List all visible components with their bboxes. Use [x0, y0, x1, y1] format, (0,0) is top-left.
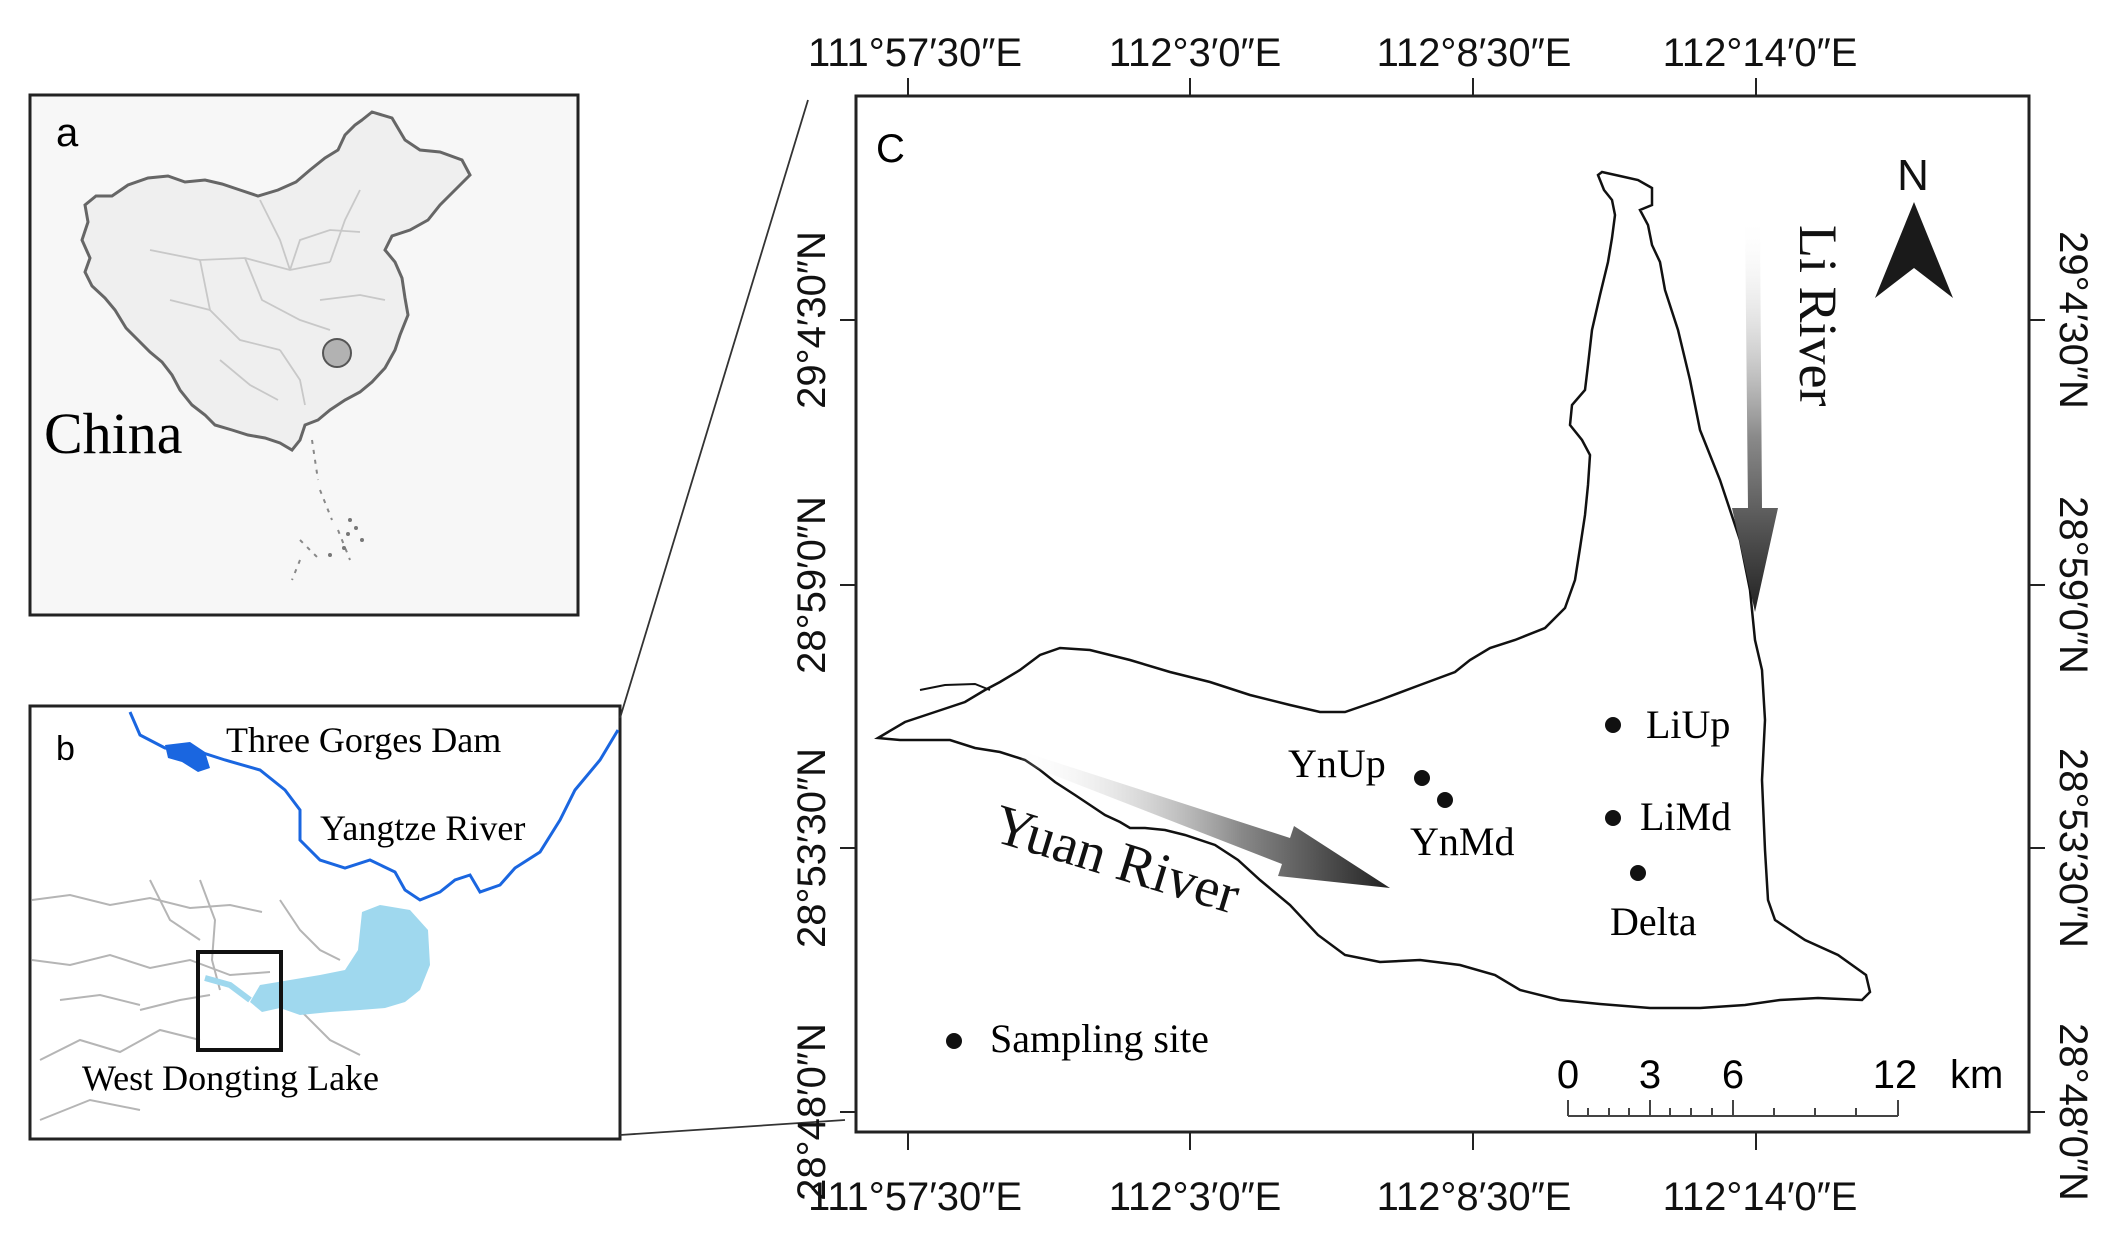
china-label: China [44, 401, 183, 466]
scale-label: 6 [1722, 1053, 1744, 1097]
site-point [1414, 770, 1430, 786]
connector-top [619, 99, 809, 719]
scale-label: 0 [1557, 1053, 1579, 1097]
legend-point [946, 1033, 962, 1049]
panel-a-label: a [56, 111, 79, 155]
panel-a: a China [28, 93, 580, 617]
site-point [1605, 810, 1621, 826]
scale-bar: 0 3 6 12 km [1557, 1053, 2003, 1117]
top-tick-label: 111°57′30″E [808, 31, 1022, 75]
site-label: Delta [1610, 899, 1697, 944]
yangtze-label: Yangtze River [320, 808, 525, 848]
scale-unit: km [1950, 1053, 2003, 1097]
panel-c-frame [854, 94, 2031, 1134]
bottom-tick-label: 111°57′30″E [808, 1175, 1022, 1219]
dongting-lake [250, 905, 430, 1015]
north-arrow-icon [1875, 202, 1953, 298]
china-outline [80, 110, 472, 452]
site-label: LiMd [1640, 794, 1731, 839]
panel-c: 111°57′30″E 112°3′0″E 112°8′30″E 112°14′… [790, 31, 2095, 1219]
panel-c-label: C [876, 127, 905, 171]
left-tick-label: 28°48′0″N [790, 1023, 834, 1201]
right-tick-labels: 29°4′30″N 28°59′0″N 28°53′30″N 28°48′0″N [2051, 231, 2095, 1201]
scale-label: 3 [1639, 1053, 1661, 1097]
panel-b-label: b [56, 730, 75, 768]
three-gorges-label: Three Gorges Dam [226, 720, 501, 760]
panel-b-frame [28, 704, 622, 1141]
site-label: YnUp [1288, 741, 1386, 786]
lake-north-arm [919, 682, 991, 691]
li-river-arrow [1732, 222, 1778, 612]
site-label: LiUp [1646, 702, 1730, 747]
south-sea-islands [291, 439, 351, 581]
legend: Sampling site [946, 1016, 1209, 1061]
top-tick-label: 112°8′30″E [1377, 31, 1572, 75]
scale-ruler [1567, 1100, 1899, 1117]
bottom-tick-label: 112°8′30″E [1377, 1175, 1572, 1219]
bottom-tick-label: 112°3′0″E [1109, 1175, 1282, 1219]
left-tick-label: 28°59′0″N [790, 496, 834, 674]
bottom-tick-label: 112°14′0″E [1663, 1175, 1858, 1219]
study-area-marker [322, 338, 352, 368]
right-tick-label: 28°53′30″N [2051, 748, 2095, 948]
panel-b: b Three Gorges Dam Yangtze River West Do… [28, 704, 622, 1141]
li-river-label: Li River [1788, 225, 1848, 406]
right-tick-label: 29°4′30″N [2051, 231, 2095, 409]
west-dongting-lake-outline [874, 170, 1872, 1010]
legend-label: Sampling site [990, 1016, 1209, 1061]
north-label: N [1897, 151, 1929, 200]
right-tick-label: 28°59′0″N [2051, 496, 2095, 674]
right-tick-label: 28°48′0″N [2051, 1023, 2095, 1201]
province-lines [149, 189, 386, 406]
site-point [1437, 792, 1453, 808]
top-tick-label: 112°3′0″E [1109, 31, 1282, 75]
three-gorges-reservoir [165, 742, 210, 772]
site-label: YnMd [1410, 819, 1514, 864]
yuan-river-arrow [1020, 752, 1390, 888]
axis-ticks [840, 78, 2045, 1150]
left-tick-labels: 29°4′30″N 28°59′0″N 28°53′30″N 28°48′0″N [790, 231, 834, 1201]
left-tick-label: 28°53′30″N [790, 748, 834, 948]
site-point [1605, 717, 1621, 733]
study-area-box [196, 950, 283, 1052]
site-point [1630, 865, 1646, 881]
yangtze-river [128, 711, 620, 902]
top-tick-labels: 111°57′30″E 112°3′0″E 112°8′30″E 112°14′… [808, 31, 1857, 75]
west-dongting-channel [204, 975, 252, 1003]
west-dongting-label: West Dongting Lake [82, 1058, 379, 1098]
top-tick-label: 112°14′0″E [1663, 31, 1858, 75]
left-tick-label: 29°4′30″N [790, 231, 834, 409]
bottom-tick-labels: 111°57′30″E 112°3′0″E 112°8′30″E 112°14′… [808, 1175, 1857, 1219]
sampling-sites: LiUp LiMd Delta YnUp YnMd [1288, 702, 1731, 944]
scale-label: 12 [1873, 1053, 1918, 1097]
island-dots [328, 518, 364, 557]
connector-bottom [619, 1119, 846, 1136]
